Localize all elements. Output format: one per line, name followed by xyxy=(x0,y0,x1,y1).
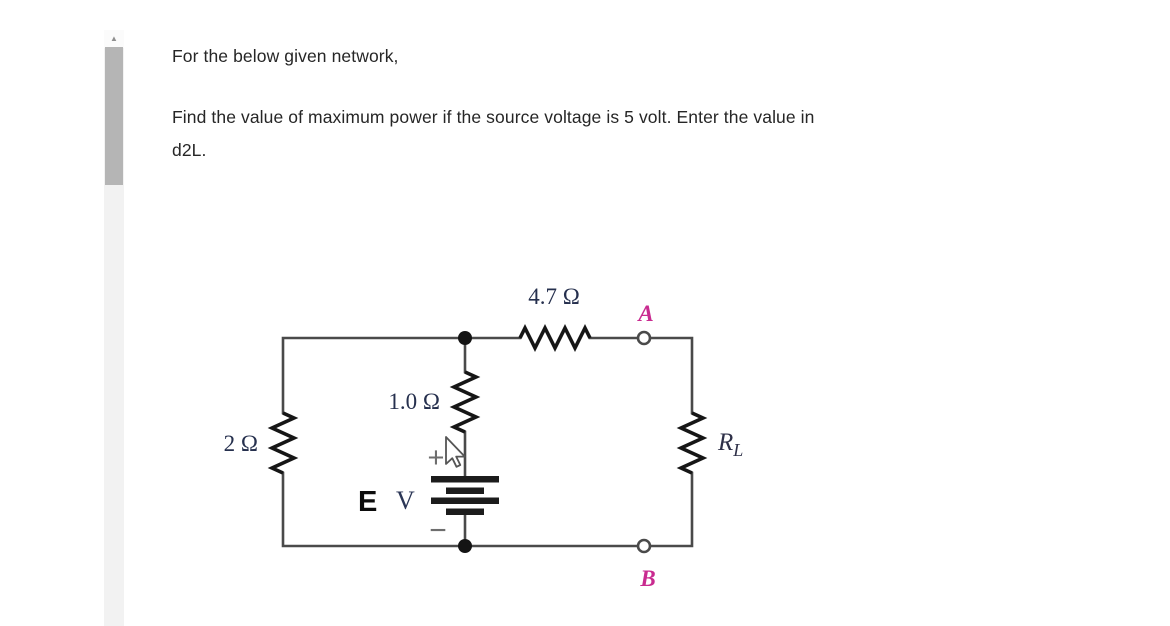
battery-bar-long-1 xyxy=(431,476,499,483)
question-intro-text: For the below given network, xyxy=(172,46,399,66)
battery-bar-short-1 xyxy=(446,487,484,494)
resistor-left-label: 2 Ω xyxy=(224,431,258,456)
wire-top-left xyxy=(281,336,522,415)
resistor-4-7-ohm xyxy=(518,323,592,353)
battery-bar-long-2 xyxy=(431,497,499,504)
resistors xyxy=(267,323,708,475)
resistor-1-0-ohm xyxy=(449,370,481,434)
junction-dot-top xyxy=(458,331,472,345)
up-arrow-icon: ▲ xyxy=(110,34,118,43)
load-label-main: R xyxy=(717,429,733,456)
battery-plus-sign: + xyxy=(428,442,445,474)
resistor-2-ohm xyxy=(267,411,299,475)
vertical-scrollbar[interactable]: ▲ xyxy=(104,30,124,626)
load-resistor-label: RL xyxy=(717,429,743,460)
battery-minus-sign: − xyxy=(429,514,447,547)
scroll-up-button[interactable]: ▲ xyxy=(104,30,124,48)
terminal-b-label: B xyxy=(639,566,655,591)
question-body-text: Find the value of maximum power if the s… xyxy=(172,107,815,127)
wire-bottom-right xyxy=(648,471,694,548)
junction-dot-bottom xyxy=(458,539,472,553)
scrollbar-thumb[interactable] xyxy=(105,47,123,185)
battery-bar-short-2 xyxy=(446,508,484,515)
terminal-a-label: A xyxy=(636,301,653,326)
resistor-top-label: 4.7 Ω xyxy=(528,284,580,309)
battery-symbol xyxy=(431,476,499,515)
wire-bottom-left xyxy=(281,471,640,548)
circuit-diagram: 4.7 Ω 1.0 Ω 2 Ω RL E V + − A B xyxy=(224,284,744,591)
question-body-text-2: d2L. xyxy=(172,140,207,160)
wire-top-right xyxy=(648,336,694,415)
circuit-wires xyxy=(281,336,694,548)
terminal-b-node xyxy=(636,538,652,554)
resistor-load-rl xyxy=(676,411,708,475)
source-label-e: E xyxy=(358,486,377,518)
source-label-v: V xyxy=(396,486,415,515)
mouse-cursor-icon xyxy=(445,436,466,468)
resistor-middle-label: 1.0 Ω xyxy=(388,389,440,414)
terminal-a-node xyxy=(636,330,652,346)
load-label-subscript: L xyxy=(732,440,743,460)
